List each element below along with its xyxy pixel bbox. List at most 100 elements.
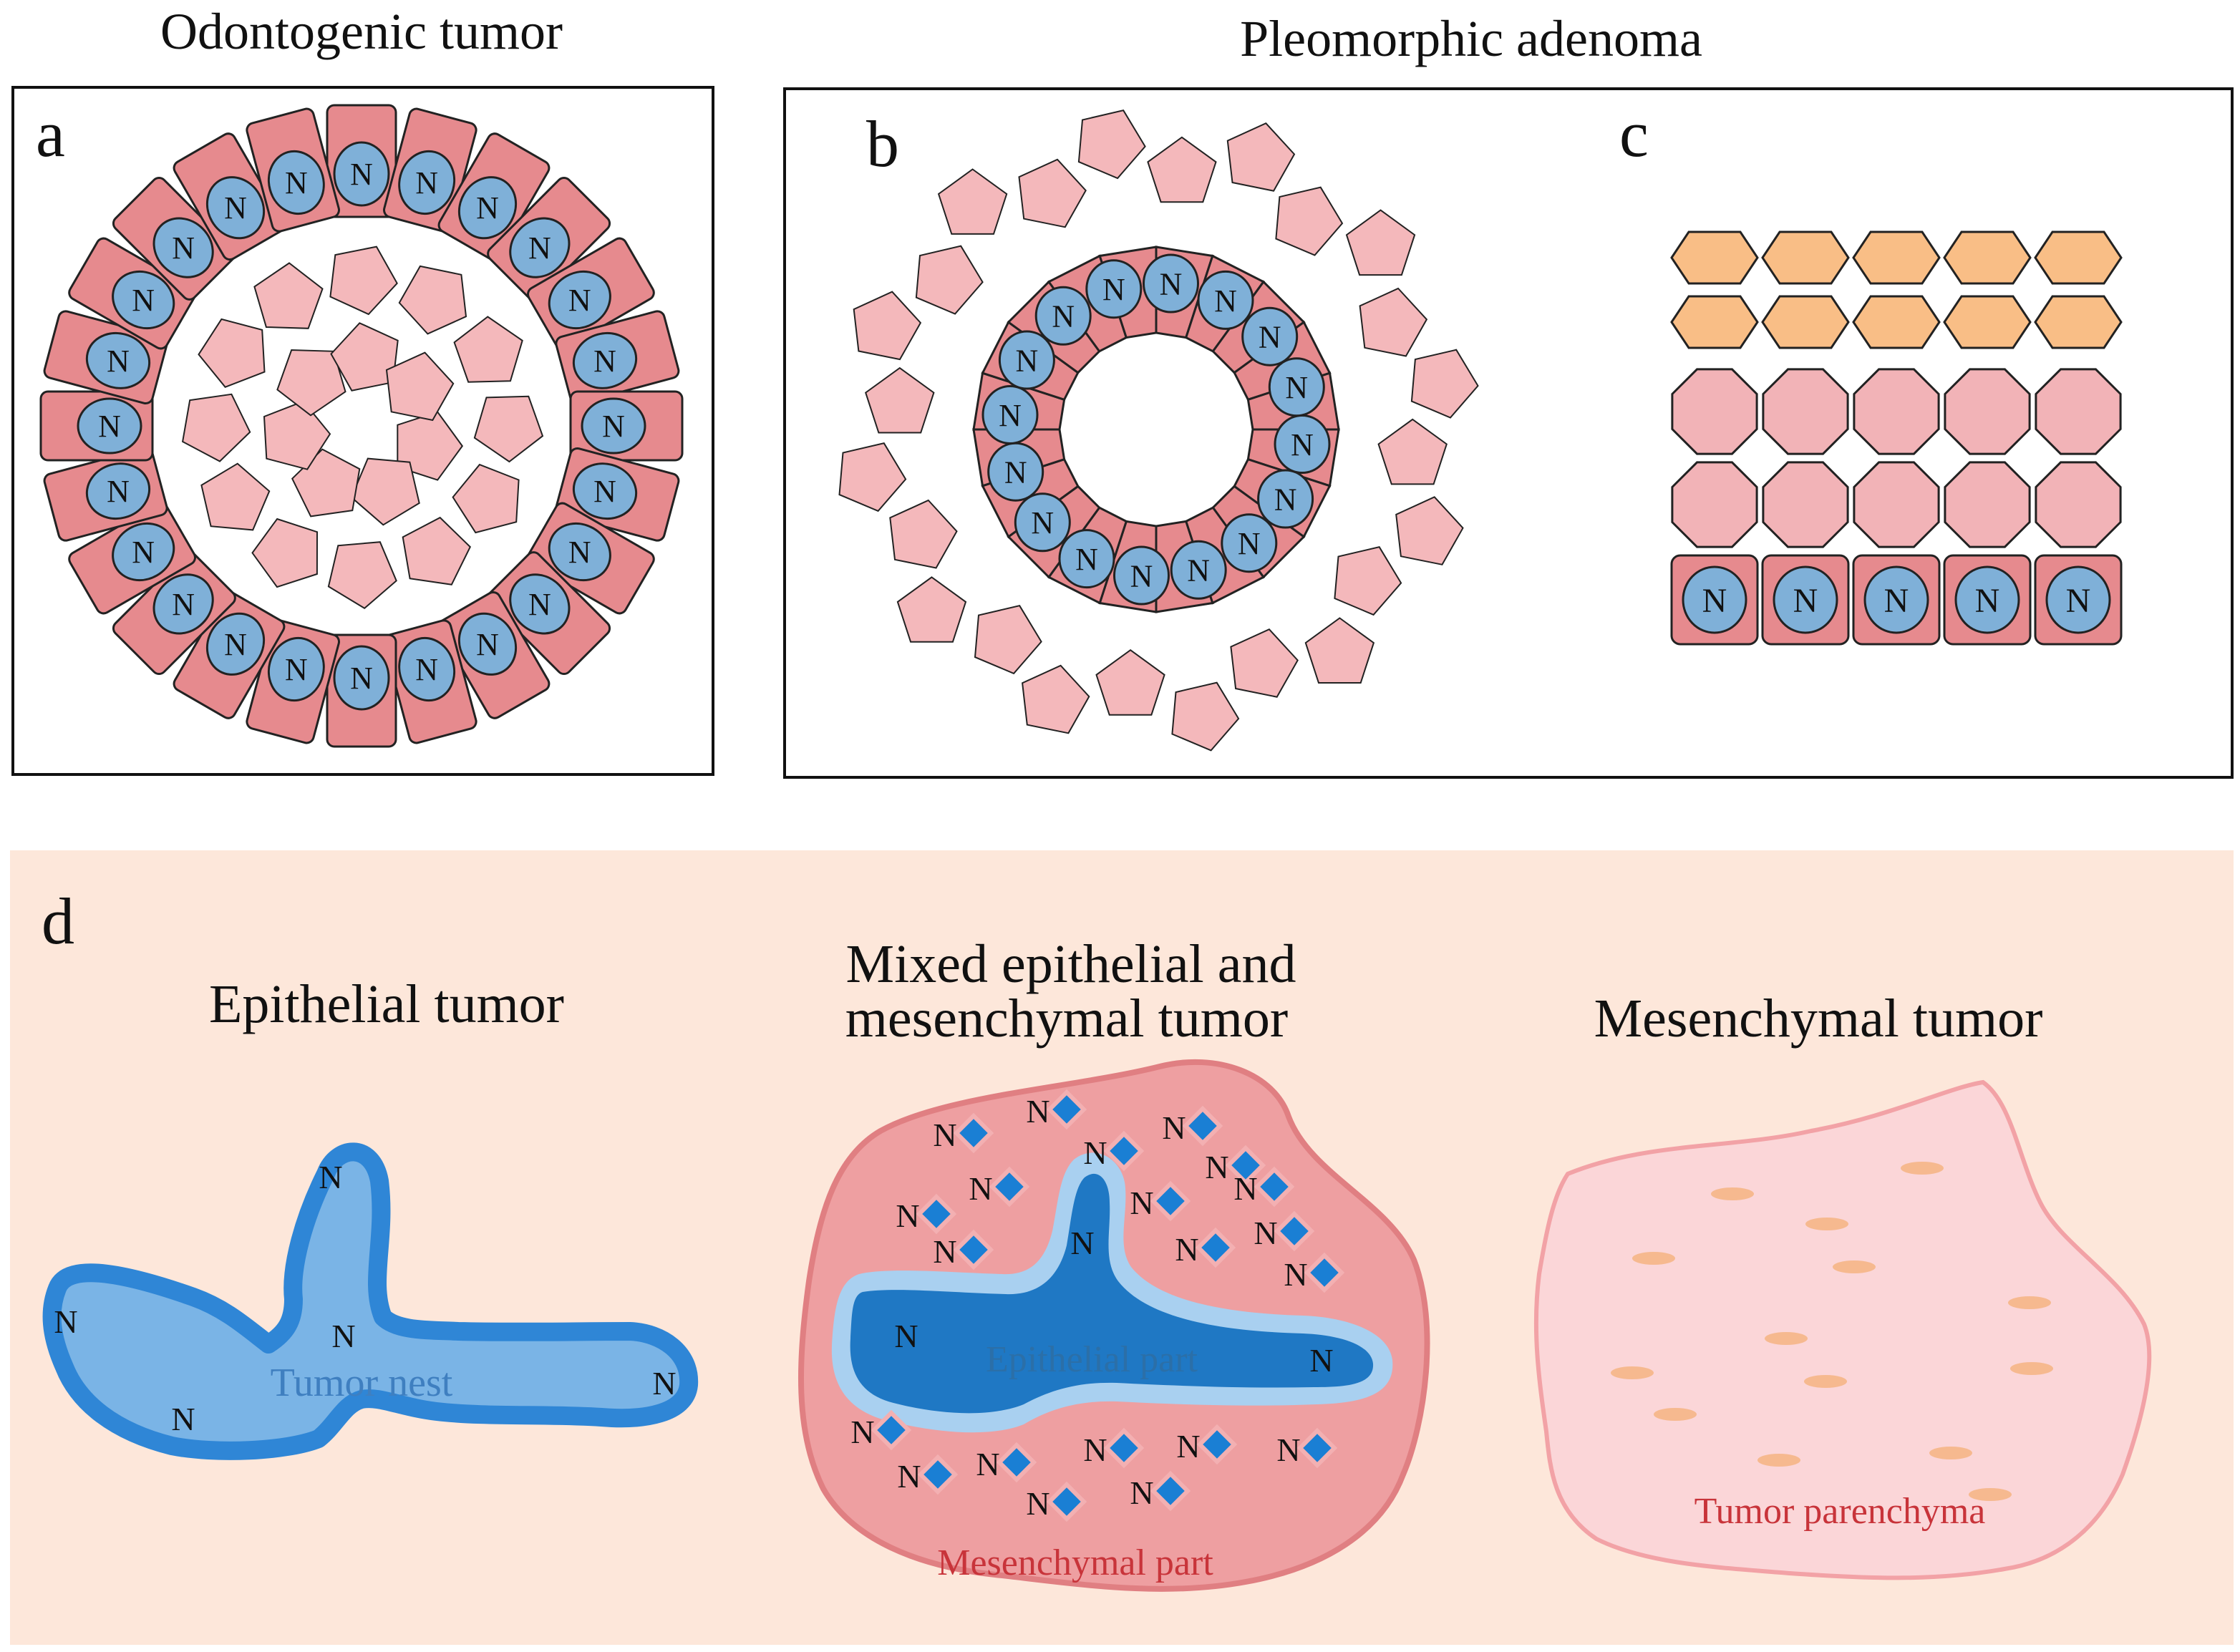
nucleus-label: N xyxy=(1187,553,1210,588)
diamond-nucleus xyxy=(1182,1105,1223,1147)
nucleus-label: N xyxy=(1075,542,1098,577)
nucleus xyxy=(1113,545,1170,606)
spindle-cell xyxy=(1805,1218,1848,1230)
nucleus xyxy=(85,462,151,520)
nucleus-label: N xyxy=(1793,582,1818,620)
octagon-cell xyxy=(1853,461,1940,548)
pentagon-cell xyxy=(1147,136,1217,203)
nucleus-label: N xyxy=(568,535,591,570)
pentagon-cell xyxy=(181,393,251,462)
nucleus-label: N xyxy=(1162,1109,1186,1146)
mesenchymal-spindle-cells xyxy=(1611,1162,2053,1501)
nucleus xyxy=(1143,253,1199,314)
nucleus xyxy=(112,270,175,330)
nucleus-label: N xyxy=(132,535,155,570)
pentagon-cell xyxy=(327,541,397,610)
octagon-cell xyxy=(1671,368,1758,455)
nucleus xyxy=(398,150,456,215)
nucleus-label: N xyxy=(976,1446,999,1482)
nucleus-label: N xyxy=(1052,299,1075,334)
nucleus-label: N xyxy=(896,1197,919,1234)
epithelial-part xyxy=(850,1173,1374,1414)
columnar-cell xyxy=(487,176,611,301)
nucleus xyxy=(572,331,638,389)
nucleus-label: N xyxy=(172,230,195,266)
nucleus-label: N xyxy=(1975,582,2000,620)
nucleus-label: N xyxy=(1285,370,1308,405)
octagon-cell xyxy=(1853,368,1940,455)
pentagon-cell xyxy=(276,349,346,417)
nucleus xyxy=(1257,469,1314,529)
nucleus-label: N xyxy=(1102,272,1125,307)
nucleus-label: N xyxy=(1309,1342,1333,1379)
columnar-cell xyxy=(437,132,551,261)
pentagon-cell xyxy=(1359,287,1428,357)
nucleus-label: N xyxy=(415,165,438,200)
spindle-cell xyxy=(1757,1454,1800,1467)
diamond-nucleus xyxy=(953,1229,994,1270)
nucleus-label: N xyxy=(1083,1432,1107,1468)
nucleus-label: N xyxy=(1884,582,1909,620)
spindle-cell xyxy=(1969,1488,2012,1501)
nucleus-label: N xyxy=(1702,582,1727,620)
hexagon-cell xyxy=(1943,295,2032,349)
pentagon-cell xyxy=(1018,158,1087,228)
nucleus-label: N xyxy=(1026,1093,1049,1129)
diamond-nucleus xyxy=(1225,1145,1266,1186)
pentagon-cell xyxy=(398,265,467,335)
nucleus-label: N xyxy=(602,409,625,444)
spindle-cell xyxy=(1765,1332,1808,1345)
nucleus-label: N xyxy=(1214,283,1237,319)
columnar-cell xyxy=(68,237,196,350)
nucleus-label: N xyxy=(969,1170,992,1207)
hexagon-cell xyxy=(1852,295,1941,349)
hexagon-cell xyxy=(1670,230,1759,285)
nucleus xyxy=(398,636,456,702)
epithelial-part-label: Epithelial part xyxy=(986,1339,1198,1380)
pentagon-cell xyxy=(1171,681,1240,752)
tumor-parenchyma-label: Tumor parenchyma xyxy=(1694,1491,1986,1532)
panel-letter-a: a xyxy=(36,97,65,170)
panel-letter-d: d xyxy=(42,885,74,958)
pentagon-cell xyxy=(1226,122,1296,192)
nucleus-label: N xyxy=(894,1318,918,1354)
pentagon-cell xyxy=(1275,186,1344,256)
nucleus-label: N xyxy=(54,1303,77,1340)
nucleus xyxy=(1058,529,1115,589)
spindle-cell xyxy=(1654,1408,1697,1421)
nucleus xyxy=(1014,492,1071,553)
mesenchymal-tumor: Tumor parenchyma xyxy=(1533,1079,2152,1580)
title-epithelial-tumor: Epithelial tumor xyxy=(209,974,564,1034)
nucleus-label: N xyxy=(528,587,551,622)
nucleus-label: N xyxy=(107,344,130,379)
pentagon-cell xyxy=(915,245,984,315)
nucleus-label: N xyxy=(476,190,499,225)
spindle-cell xyxy=(1929,1447,1972,1459)
diamond-nucleus xyxy=(916,1193,957,1235)
pentagon-cell xyxy=(1395,496,1464,565)
mesenchymal-tumor-body xyxy=(1533,1079,2152,1580)
octagon-cell xyxy=(1944,461,2031,548)
tumor-nest-label: Tumor nest xyxy=(271,1361,453,1405)
panel-letter-b: b xyxy=(866,107,899,180)
nucleus-label: N xyxy=(1205,1149,1228,1185)
diamond-nucleus xyxy=(871,1409,912,1451)
nucleus-label: N xyxy=(1176,1428,1200,1464)
nucleus-label: N xyxy=(1130,1474,1153,1511)
columnar-cell xyxy=(527,502,655,615)
diamond-nucleus xyxy=(1296,1427,1338,1469)
nucleus xyxy=(112,522,175,582)
nucleus xyxy=(1170,540,1227,600)
nucleus-label: N xyxy=(999,398,1022,433)
pentagon-cell xyxy=(838,442,907,512)
hexagon-cell xyxy=(1670,295,1759,349)
nucleus-label: N xyxy=(1175,1231,1198,1268)
spindle-cell xyxy=(1711,1187,1754,1200)
nucleus-label: N xyxy=(652,1365,676,1401)
nucleus xyxy=(1085,259,1143,319)
pentagon-cell xyxy=(1095,648,1165,716)
